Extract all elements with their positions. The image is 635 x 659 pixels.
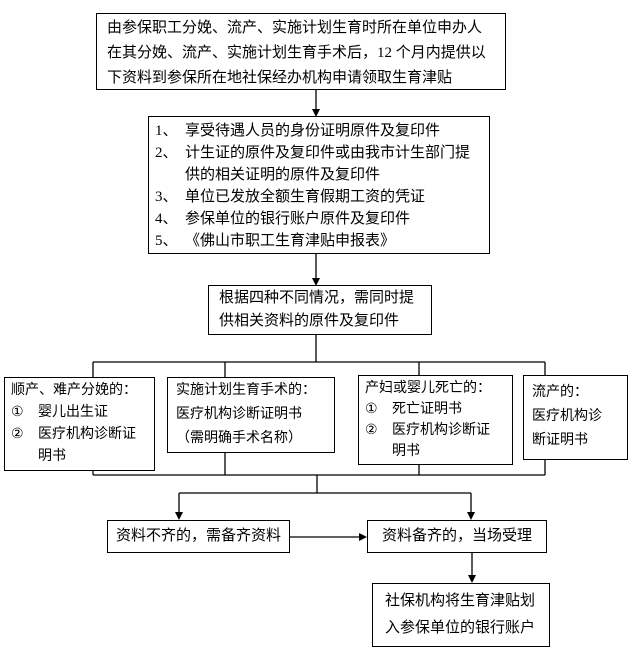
arrow-to-complete: [467, 493, 475, 520]
materials-item: 2、 计生证的原件及复印件或由我市计生部门提: [155, 142, 483, 164]
case-item: ① 死亡证明书: [365, 399, 506, 420]
item-number: ①: [365, 402, 378, 417]
case-text-line: 实施计划生育手术的：: [176, 383, 316, 398]
materials-item: 5、 《佛山市职工生育津贴申报表》: [155, 230, 483, 252]
case-title: 产妇或婴儿死亡的：: [365, 381, 491, 396]
item-text: 参保单位的银行账户原件及复印件: [185, 211, 411, 227]
payment-text-line: 社保机构将生育津贴划: [385, 593, 536, 609]
arrow-complete-to-payment: [468, 553, 476, 583]
materials-item: 3、 单位已发放全额生育假期工资的凭证: [155, 186, 483, 208]
case-text-line: 医疗机构诊: [532, 409, 602, 424]
case-item-continuation: 明书: [365, 441, 506, 462]
item-text: 供的相关证明的原件及复印件: [185, 167, 381, 183]
start-box: 由参保职工分娩、流产、实施计划生育时所在单位申办人 在其分娩、流产、实施计划生育…: [96, 13, 506, 90]
note-text-line: 根据四种不同情况，需同时提: [219, 290, 415, 306]
item-number: ②: [365, 423, 378, 438]
item-number: [11, 446, 38, 468]
item-number: [155, 164, 185, 186]
case-text-line: 医疗机构诊断证明书: [176, 407, 302, 422]
item-number: 3、: [155, 189, 178, 205]
branch-to-four-cases: [92, 335, 546, 378]
item-number: ②: [11, 427, 24, 442]
case-surgery-box: 实施计划生育手术的： 医疗机构诊断证明书 （需明确手术名称）: [167, 377, 335, 453]
arrow-materials-to-note: [312, 254, 320, 286]
item-text: 医疗机构诊断证: [392, 423, 490, 438]
item-text: 享受待遇人员的身份证明原件及复印件: [185, 123, 441, 139]
four-cases-note-box: 根据四种不同情况，需同时提 供相关资料的原件及复印件: [208, 285, 432, 335]
case-item: ② 医疗机构诊断证: [365, 420, 506, 441]
case-death-box: 产妇或婴儿死亡的： ① 死亡证明书 ② 医疗机构诊断证 明书: [358, 375, 513, 465]
item-text: 《佛山市职工生育津贴申报表》: [185, 233, 396, 249]
start-text-line: 在其分娩、流产、实施计划生育手术后，12 个月内提供以: [107, 45, 486, 61]
item-number: 4、: [155, 211, 178, 227]
start-text-line: 由参保职工分娩、流产、实施计划生育时所在单位申办人: [107, 20, 483, 36]
arrow-start-to-materials: [312, 90, 320, 117]
payment-text-line: 入参保单位的银行账户: [385, 620, 536, 636]
item-text: 明书: [38, 449, 66, 464]
item-number: 1、: [155, 123, 178, 139]
case-miscarriage-box: 流产的： 医疗机构诊 断证明书: [523, 375, 628, 460]
item-text: 明书: [392, 444, 420, 459]
complete-materials-label: 资料备齐的，当场受理: [381, 528, 532, 544]
arrow-to-incomplete: [175, 493, 183, 520]
item-text: 医疗机构诊断证: [38, 427, 136, 442]
case-natural-birth-box: 顺产、难产分娩的： ① 婴儿出生证 ② 医疗机构诊断证 明书: [4, 377, 155, 471]
item-text: 计生证的原件及复印件或由我市计生部门提: [185, 145, 471, 161]
item-text: 单位已发放全额生育假期工资的凭证: [185, 189, 426, 205]
materials-list-box: 1、 享受待遇人员的身份证明原件及复印件 2、 计生证的原件及复印件或由我市计生…: [148, 116, 490, 254]
case-text-line: （需明确手术名称）: [176, 431, 302, 446]
item-number: [365, 441, 392, 462]
item-number: 5、: [155, 233, 178, 249]
complete-materials-box: 资料备齐的，当场受理: [367, 520, 547, 553]
item-number: ①: [11, 405, 24, 420]
start-text-line: 下资料到参保所在地社保经办机构申请领取生育津贴: [107, 70, 453, 86]
item-text: 婴儿出生证: [38, 405, 108, 420]
note-text-line: 供相关资料的原件及复印件: [219, 313, 400, 329]
payment-box: 社保机构将生育津贴划 入参保单位的银行账户: [372, 583, 550, 647]
case-title: 顺产、难产分娩的：: [11, 383, 137, 398]
case-text-line: 断证明书: [532, 433, 588, 448]
case-item: ① 婴儿出生证: [11, 402, 148, 424]
item-number: 2、: [155, 145, 178, 161]
arrow-incomplete-to-complete: [290, 533, 367, 541]
case-item-continuation: 明书: [11, 446, 148, 468]
collector-from-four-cases: [92, 452, 546, 494]
case-item: ② 医疗机构诊断证: [11, 424, 148, 446]
case-text-line: 流产的：: [532, 385, 588, 400]
materials-item: 4、 参保单位的银行账户原件及复印件: [155, 208, 483, 230]
materials-item-continuation: 供的相关证明的原件及复印件: [155, 164, 483, 186]
item-text: 死亡证明书: [392, 402, 462, 417]
incomplete-materials-label: 资料不齐的，需备齐资料: [116, 528, 282, 544]
incomplete-materials-box: 资料不齐的，需备齐资料: [107, 520, 290, 553]
materials-item: 1、 享受待遇人员的身份证明原件及复印件: [155, 120, 483, 142]
